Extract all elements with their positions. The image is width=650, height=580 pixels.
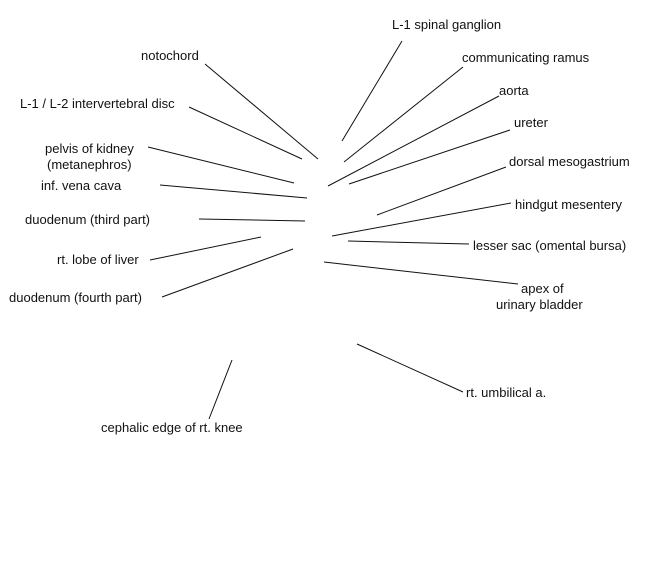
leader-line-duodenum-third (198, 218, 306, 222)
label-duodenum-third-part: duodenum (third part) (25, 212, 151, 227)
leader-line-aorta (327, 95, 500, 187)
label-l1-spinal-ganglion: L-1 spinal ganglion (392, 17, 502, 32)
leader-line-duodenum-fourth (161, 248, 294, 298)
leader-line-rt-knee (208, 359, 233, 420)
label-ureter: ureter (514, 115, 548, 130)
label-rt-umbilical-a: rt. umbilical a. (466, 385, 547, 400)
label-hindgut-mesentery: hindgut mesentery (515, 197, 622, 212)
label-dorsal-mesogastrium: dorsal mesogastrium (509, 154, 630, 169)
leader-line-l1-l2-disc (188, 106, 303, 160)
label-lesser-sac: lesser sac (omental bursa) (473, 238, 627, 253)
leader-line-lesser-sac (347, 240, 470, 245)
label-rt-lobe-of-liver: rt. lobe of liver (57, 252, 139, 267)
leader-line-hindgut-mesentery (331, 202, 512, 237)
label-urinary-bladder: urinary bladder (496, 297, 583, 312)
leader-line-communicating-ramus (343, 66, 464, 163)
leader-line-pelvis-of-kidney (147, 146, 295, 184)
leader-line-apex-bladder (323, 261, 519, 285)
label-duodenum-fourth-part: duodenum (fourth part) (9, 290, 142, 305)
label-notochord: notochord (141, 48, 199, 63)
label-metanephros: (metanephros) (47, 157, 132, 172)
label-apex-of: apex of (521, 281, 564, 296)
label-cephalic-edge-rt-knee: cephalic edge of rt. knee (101, 420, 243, 435)
label-inf-vena-cava: inf. vena cava (41, 178, 122, 193)
leader-line-inf-vena-cava (159, 184, 308, 199)
label-aorta: aorta (499, 83, 529, 98)
leader-line-l1-spinal-ganglion (341, 40, 403, 142)
leader-line-rt-lobe-liver (149, 236, 262, 261)
leader-line-ureter (348, 129, 511, 185)
leader-line-notochord (204, 63, 319, 160)
label-pelvis-of-kidney: pelvis of kidney (45, 141, 134, 156)
leader-line-dorsal-mesogastrium (376, 166, 507, 216)
leader-line-rt-umbilical-a (356, 343, 464, 393)
label-l1-l2-intervertebral-disc: L-1 / L-2 intervertebral disc (20, 96, 175, 111)
label-communicating-ramus: communicating ramus (462, 50, 590, 65)
